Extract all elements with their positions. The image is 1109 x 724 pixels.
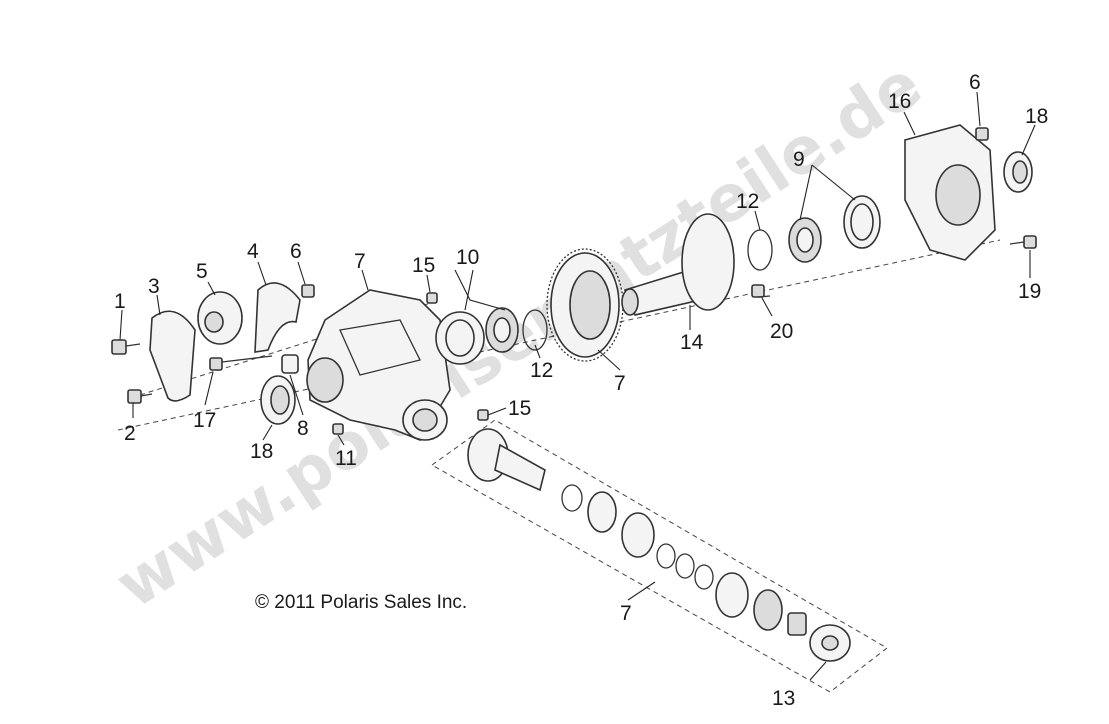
bolt-part-19 [1009, 235, 1037, 249]
pinion-seal-part-13 [809, 624, 851, 662]
part-8 [281, 354, 299, 374]
carrier-part-14 [621, 213, 735, 316]
bearing-part-9 [788, 195, 881, 263]
dowel-part-15-upper [426, 292, 438, 304]
shim-part-12-left [522, 309, 548, 351]
callout-6-right: 6 [969, 71, 981, 94]
cover-part-16 [904, 124, 996, 261]
bracket-part-3 [149, 310, 196, 402]
callout-19: 19 [1018, 280, 1041, 303]
dowel-part-15-lower [477, 409, 489, 421]
bolt-part-2 [127, 389, 153, 404]
callout-18-left: 18 [250, 440, 273, 463]
callout-3: 3 [148, 275, 160, 298]
callout-9: 9 [793, 148, 805, 171]
callout-13: 13 [772, 687, 795, 710]
bearing-part-10 [435, 307, 519, 365]
callout-11: 11 [335, 447, 357, 470]
mount-part-5 [197, 291, 243, 345]
pinion-spacer-1 [656, 543, 676, 569]
pinion-spacer-2 [675, 553, 695, 579]
seal-part-18-left [260, 375, 296, 425]
pinion-shim-1 [561, 484, 583, 512]
callout-20: 20 [770, 320, 793, 343]
callout-14: 14 [680, 331, 704, 354]
callout-10: 10 [456, 246, 479, 269]
callout-16: 16 [888, 90, 911, 113]
stud-part-17 [209, 355, 273, 371]
callout-6-left: 6 [290, 240, 302, 263]
gearcase-housing-part-7 [306, 289, 451, 441]
bolt-part-20 [751, 284, 771, 298]
pinion-bearing-cup [621, 512, 655, 558]
pinion-bearing-cup-2 [715, 572, 749, 618]
leader-lines [119, 91, 1036, 681]
plug-part-11 [332, 423, 344, 435]
pinion-nut [787, 612, 807, 636]
callout-7-ring-gear: 7 [614, 372, 626, 395]
seal-part-18-right [1003, 151, 1033, 193]
callout-17: 17 [193, 409, 216, 432]
nut-part-6-right [975, 127, 989, 141]
callout-7-pinion: 7 [620, 602, 632, 625]
pinion-gear-part-7 [467, 428, 546, 492]
callout-5: 5 [196, 260, 208, 283]
callout-12-right: 12 [736, 190, 759, 213]
bracket-part-4 [254, 282, 301, 353]
callout-15-lower: 15 [508, 397, 531, 420]
pinion-spacer-3 [694, 564, 714, 590]
callout-4: 4 [247, 240, 259, 263]
callout-15-upper: 15 [412, 254, 435, 277]
callout-12-left: 12 [530, 359, 553, 382]
callout-2: 2 [124, 422, 136, 445]
copyright-text: © 2011 Polaris Sales Inc. [255, 592, 467, 613]
callout-18-right: 18 [1025, 105, 1048, 128]
shim-part-12-right [747, 229, 773, 271]
callout-7-housing: 7 [354, 250, 366, 273]
pinion-bearing-cone [587, 491, 617, 533]
nut-part-6-left [301, 284, 315, 298]
pinion-bearing-cone-2 [753, 589, 783, 631]
callout-8: 8 [297, 417, 309, 440]
callout-1: 1 [114, 290, 126, 313]
bolt-part-1 [111, 339, 141, 355]
